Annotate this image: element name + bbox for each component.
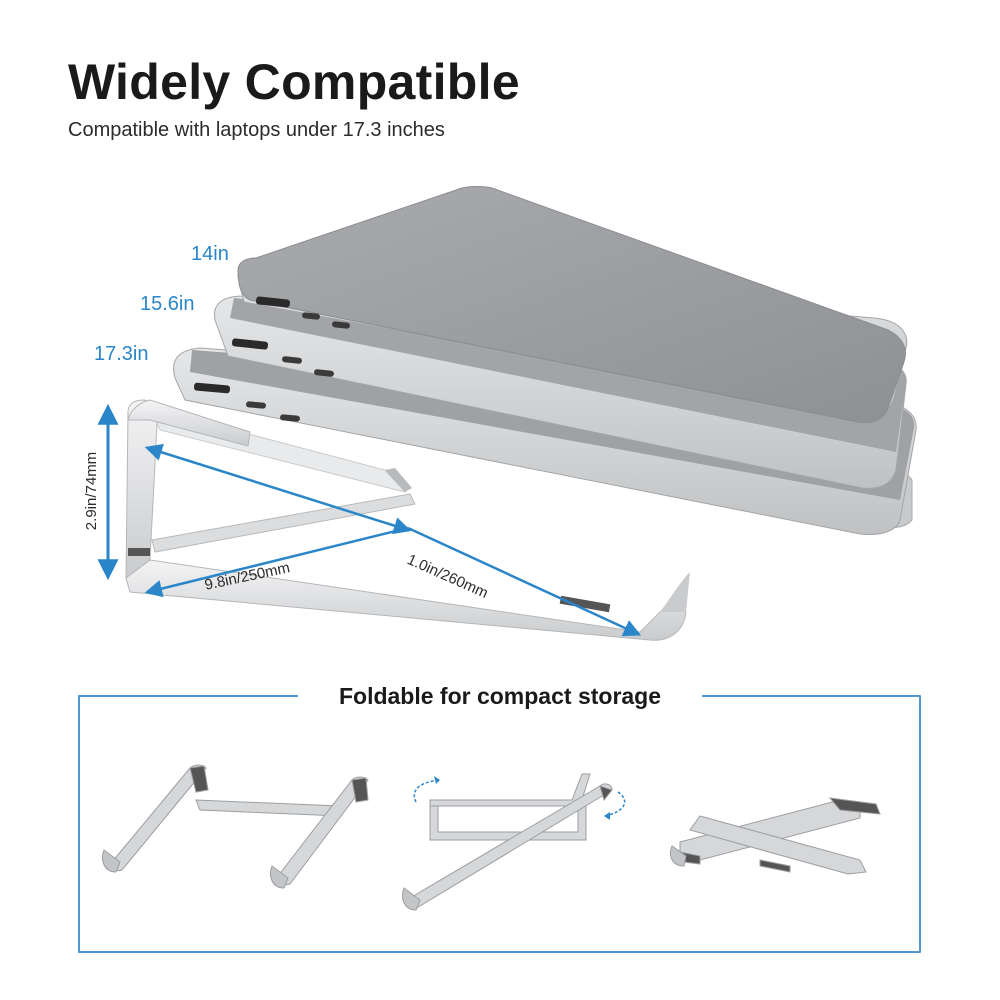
stand-illustration	[97, 186, 917, 641]
depth-arrow-upper	[144, 443, 412, 535]
page-subtitle: Compatible with laptops under 17.3 inche…	[68, 119, 445, 141]
size-label-14: 14in	[191, 243, 229, 265]
storage-title: Foldable for compact storage	[298, 681, 702, 711]
page-title: Widely Compatible	[68, 54, 520, 110]
height-dimension-label: 2.9in/74mm	[83, 451, 100, 531]
size-label-17-3: 17.3in	[94, 343, 149, 365]
size-label-15-6: 15.6in	[140, 293, 195, 315]
storage-panel	[78, 695, 921, 953]
width-arrow	[407, 526, 642, 637]
laptop-14	[237, 186, 908, 423]
depth-arrow-lower	[144, 526, 409, 598]
